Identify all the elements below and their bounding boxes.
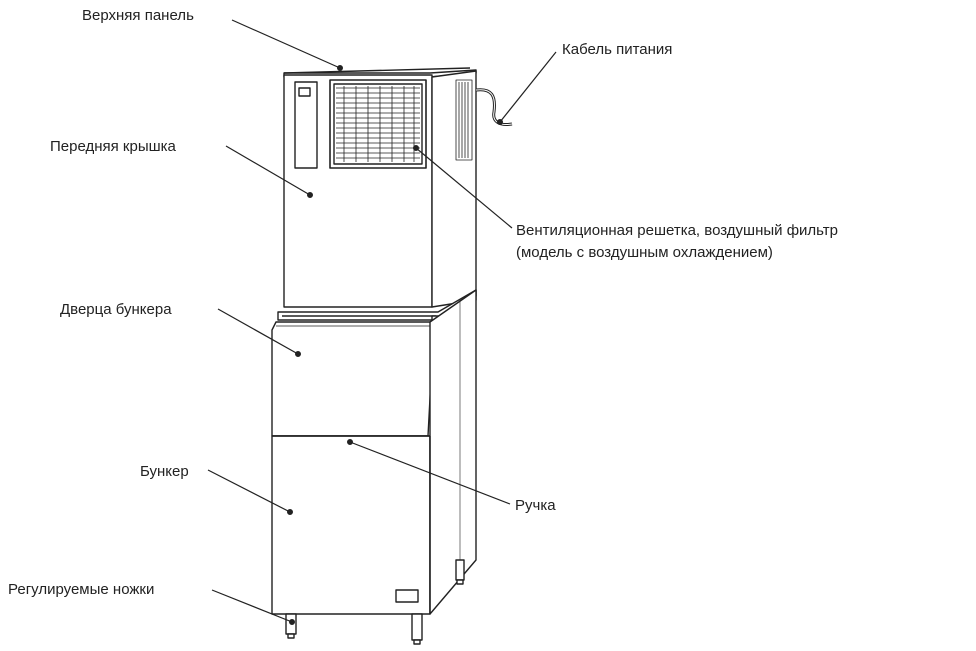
leader-power-cable: [497, 51, 557, 125]
leader-bin: [207, 469, 294, 516]
leader-bin-door: [217, 308, 302, 358]
vent-grille-lines: [336, 86, 420, 162]
side-vent-lines: [455, 79, 473, 161]
label-plate-shape: [395, 589, 419, 603]
leader-handle: [347, 439, 511, 505]
label-handle: Ручка: [515, 497, 556, 514]
bin-body-shape: [271, 435, 431, 615]
bin-side-shape: [429, 289, 477, 615]
label-bin: Бункер: [140, 463, 189, 480]
leader-top-panel: [231, 19, 344, 71]
leader-front-cover: [225, 145, 314, 199]
label-power-cable: Кабель питания: [562, 41, 673, 58]
leader-legs: [211, 589, 296, 625]
label-top-panel: Верхняя панель: [82, 7, 194, 24]
bin-door-shape: [271, 321, 435, 437]
label-bin-door: Дверца бункера: [60, 301, 172, 318]
label-vent-line1: Вентиляционная решетка, воздушный фильтр: [516, 222, 839, 239]
control-panel-shape: [294, 81, 318, 169]
label-adjustable-legs: Регулируемые ножки: [8, 581, 155, 598]
leader-vent: [413, 145, 513, 229]
label-front-cover: Передняя крышка: [50, 138, 176, 155]
label-vent-line2: (модель с воздушным охлаждением): [516, 244, 773, 261]
machine-head: [283, 67, 513, 308]
